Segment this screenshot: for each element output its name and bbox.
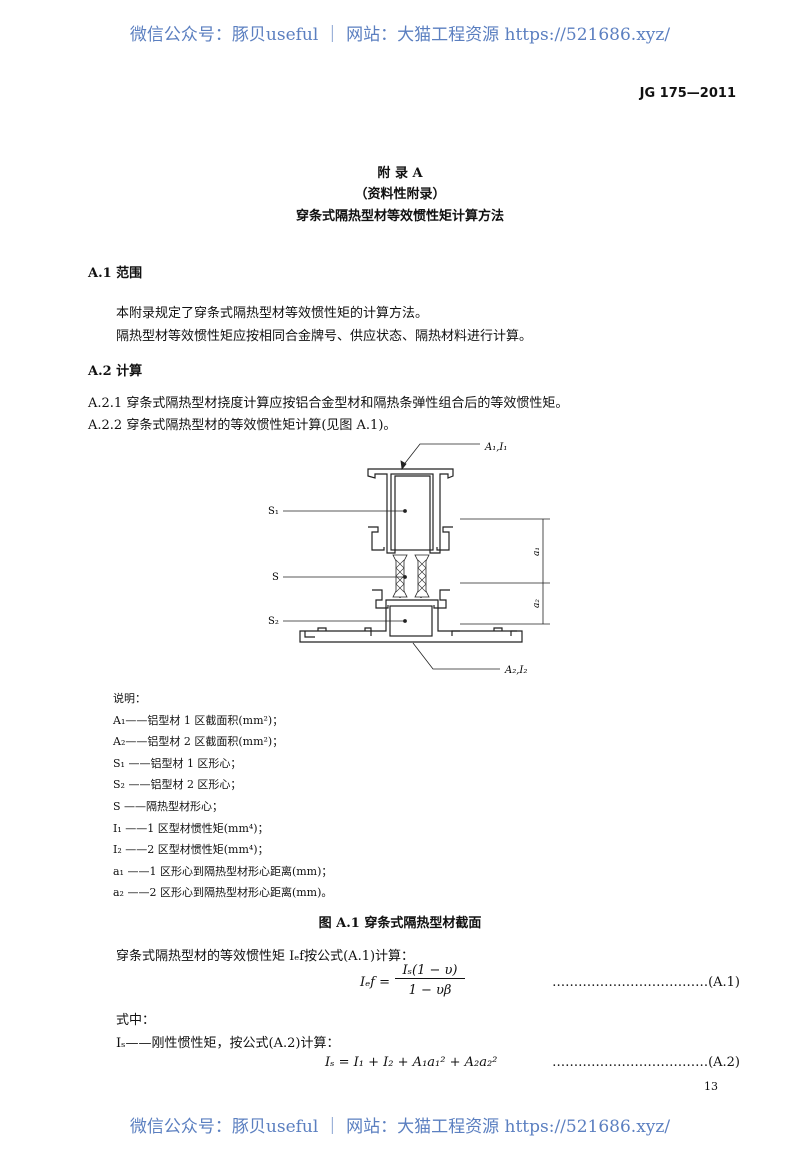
legend-item: A₁——铝型材 1 区截面积(mm²)； xyxy=(113,713,284,727)
formula-a1-tag: ………………………………(A.1) xyxy=(552,975,740,990)
legend-item: I₁ ——1 区型材惯性矩(mm⁴)； xyxy=(113,821,269,835)
label-a1i1: A₁,I₁ xyxy=(484,442,507,453)
appendix-type: （资料性附录） xyxy=(354,187,446,202)
figure-caption: 图 A.1 穿条式隔热型材截面 xyxy=(318,916,482,931)
formula-a2-tag: ………………………………(A.2) xyxy=(552,1055,740,1070)
where-label: 式中： xyxy=(116,1013,156,1028)
upper-profile xyxy=(367,468,454,554)
section-a2-heading: A.2 计算 xyxy=(88,364,143,379)
legend-item: S₂ ——铝型材 2 区形心； xyxy=(113,778,242,792)
label-s1: S₁ xyxy=(268,506,279,517)
legend: 说明： A₁——铝型材 1 区截面积(mm²)； A₂——铝型材 2 区截面积(… xyxy=(113,688,332,904)
paragraph: 隔热型材等效惯性矩应按相同合金牌号、供应状态、隔热材料进行计算。 xyxy=(116,329,533,344)
standard-number: JG 175—2011 xyxy=(639,86,736,101)
legend-item: S₁ ——铝型材 1 区形心； xyxy=(113,756,242,770)
label-s2: S₂ xyxy=(268,616,279,627)
formula-a1-numerator: Iₛ(1 − υ) xyxy=(395,963,465,979)
legend-item: a₂ ——2 区形心到隔热型材形心距离(mm)。 xyxy=(113,886,333,900)
label-dim-a1: a₁ xyxy=(532,547,542,556)
appendix-title: 附 录 A xyxy=(377,166,423,181)
formula-a1-lhs: Iₑf = xyxy=(360,975,391,990)
watermark-bottom: 微信公众号：豚贝useful ｜ 网站：大猫工程资源 https://52168… xyxy=(129,1117,671,1137)
insulation-strips xyxy=(392,554,430,598)
legend-item: a₁ ——1 区形心到隔热型材形心距离(mm)； xyxy=(113,864,333,878)
legend-item: S ——隔热型材形心； xyxy=(113,799,224,813)
page-number: 13 xyxy=(704,1080,718,1093)
label-dim-a2: a₂ xyxy=(532,599,542,608)
legend-title: 说明： xyxy=(113,692,146,705)
a1-leader xyxy=(401,443,480,468)
formula-a2: Iₛ = I₁ + I₂ + A₁a₁² + A₂a₂² xyxy=(325,1055,498,1070)
paragraph: 本附录规定了穿条式隔热型材等效惯性矩的计算方法。 xyxy=(116,306,429,321)
legend-item: A₂——铝型材 2 区截面积(mm²)； xyxy=(113,735,284,749)
formula-a1-denominator: 1 − υβ xyxy=(408,983,452,998)
label-a2i2: A₂,I₂ xyxy=(504,665,527,676)
appendix-name: 穿条式隔热型材等效惯性矩计算方法 xyxy=(295,209,504,224)
watermark-top: 微信公众号：豚贝useful ｜ 网站：大猫工程资源 https://52168… xyxy=(129,25,671,45)
section-a1-heading: A.1 范围 xyxy=(88,266,143,281)
clause-a22: A.2.2 穿条式隔热型材的等效惯性矩计算(见图 A.1)。 xyxy=(88,418,397,433)
label-s: S xyxy=(272,572,279,583)
legend-item: I₂ ——2 区型材惯性矩(mm⁴)； xyxy=(113,843,269,857)
a2-leader xyxy=(412,642,500,670)
is-definition: Iₛ——刚性惯性矩，按公式(A.2)计算： xyxy=(116,1036,340,1051)
profile-section-figure: A₁,I₁ A₂,I₂ S₁ S S₂ a₁ a₂ xyxy=(268,442,550,676)
upper-chamber xyxy=(390,473,434,551)
clause-a21: A.2.1 穿条式隔热型材挠度计算应按铝合金型材和隔热条弹性组合后的等效惯性矩。 xyxy=(88,396,569,411)
formula-intro: 穿条式隔热型材的等效惯性矩 Iₑf按公式(A.1)计算： xyxy=(116,949,415,964)
